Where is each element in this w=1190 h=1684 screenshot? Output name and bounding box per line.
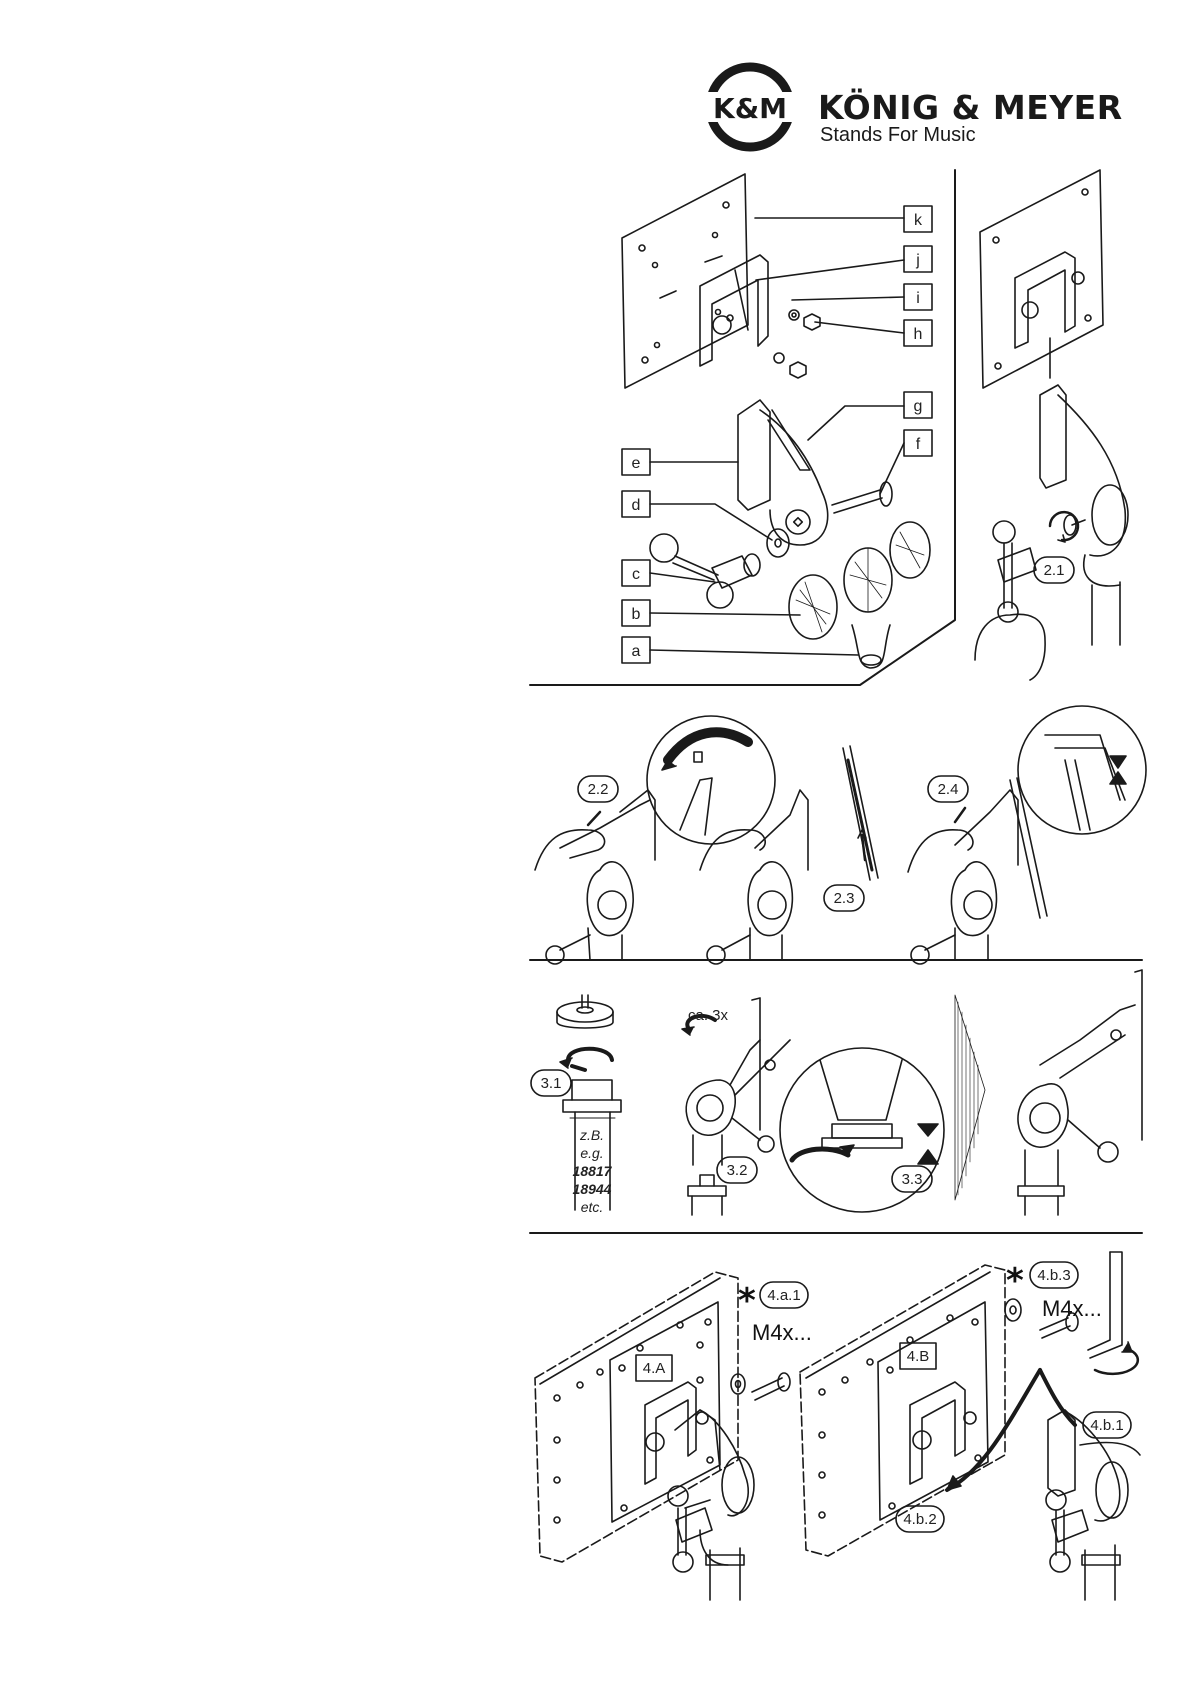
step-4-b-2: 4.b.2 bbox=[903, 1511, 936, 1528]
step-4-b-3: 4.b.3 bbox=[1037, 1267, 1070, 1284]
step-4-b-1: 4.b.1 bbox=[1090, 1417, 1123, 1434]
part-label-b: b bbox=[632, 606, 641, 623]
part-label-j: j bbox=[915, 252, 920, 269]
asterisk-a: * bbox=[738, 1281, 756, 1321]
step-2-2: 2.2 bbox=[588, 781, 609, 798]
mounting-sequence bbox=[535, 706, 1146, 964]
step-2-4: 2.4 bbox=[938, 781, 959, 798]
step-4-a-1: 4.a.1 bbox=[767, 1287, 800, 1304]
adapter-line-4: 18944 bbox=[573, 1181, 612, 1197]
step-labels: 2.1 2.2 2.3 2.4 3.1 3.2 3.3 4.A 4.B 4.a.… bbox=[541, 562, 1124, 1528]
adapter-line-2: e.g. bbox=[580, 1145, 603, 1161]
step-3-3: 3.3 bbox=[902, 1171, 923, 1188]
part-label-g: g bbox=[914, 398, 923, 415]
part-label-h: h bbox=[914, 326, 923, 343]
part-label-d: d bbox=[632, 497, 641, 514]
part-labels: k j i h g f e d c b a bbox=[632, 212, 923, 660]
part-label-k: k bbox=[914, 212, 923, 229]
assembled-view bbox=[975, 170, 1128, 680]
asterisk-b: * bbox=[1006, 1261, 1024, 1301]
step-3-2: 3.2 bbox=[727, 1162, 748, 1179]
screw-size-b: M4x... bbox=[1042, 1296, 1102, 1321]
part-label-e: e bbox=[632, 455, 641, 472]
part-label-c: c bbox=[632, 566, 640, 583]
step-badges bbox=[531, 557, 1131, 1532]
adapter-line-3: 18817 bbox=[573, 1163, 613, 1179]
notes: ca. 3x M4x... M4x... * * bbox=[688, 1007, 1102, 1345]
part-label-f: f bbox=[916, 436, 921, 453]
step-3-1: 3.1 bbox=[541, 1075, 562, 1092]
adapter-line-1: z.B. bbox=[579, 1127, 604, 1143]
part-label-a: a bbox=[632, 643, 641, 660]
step-2-3: 2.3 bbox=[834, 890, 855, 907]
exploded-view bbox=[622, 174, 930, 668]
step-4-B: 4.B bbox=[907, 1348, 930, 1365]
part-label-i: i bbox=[916, 290, 920, 307]
screw-size-a: M4x... bbox=[752, 1320, 812, 1345]
step-4-A: 4.A bbox=[643, 1360, 666, 1377]
turns-note: ca. 3x bbox=[688, 1007, 729, 1024]
adapter-line-5: etc. bbox=[581, 1199, 604, 1215]
height-adjustment bbox=[557, 970, 1142, 1215]
adapter-label: z.B. e.g. 18817 18944 etc. bbox=[573, 1127, 613, 1215]
step-2-1: 2.1 bbox=[1044, 562, 1065, 579]
